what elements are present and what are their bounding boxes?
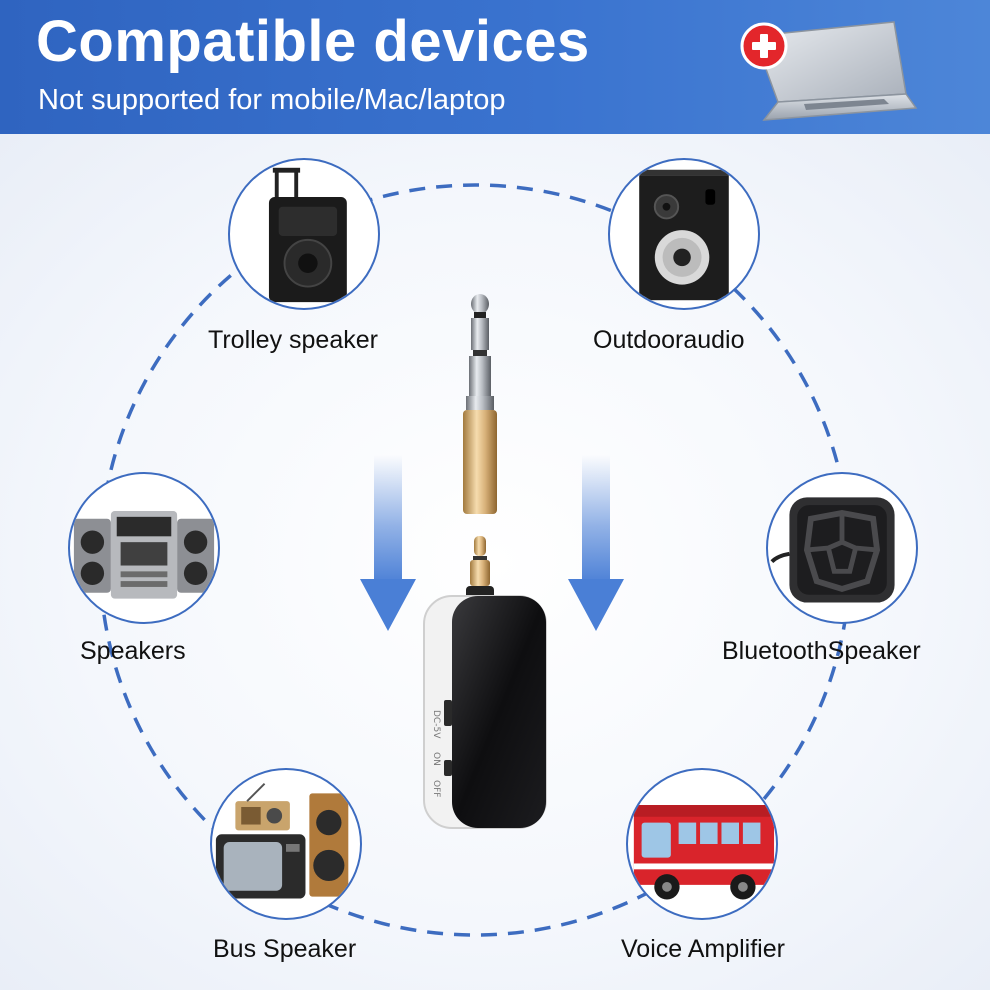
laptop-not-supported-icon [740,21,918,121]
wireless-receiver-with-adapter: DC-5V ON OFF [423,294,547,829]
bookshelf-speaker-icon [639,169,735,301]
header-banner: Compatible devices Not supported for mob… [0,0,990,134]
device-bus-speaker [210,768,362,920]
device-label-trolley-speaker: Trolley speaker [208,326,378,354]
device-label-bluetooth-speaker: BluetoothSpeaker [722,637,921,665]
device-label-outdooraudio: Outdooraudio [593,326,745,354]
device-label-bus-speaker: Bus Speaker [213,935,357,963]
device-trolley-speaker [228,158,380,310]
device-label-voice-amplifier: Voice Amplifier [621,935,785,963]
stereo-system-icon [73,511,215,599]
page-subtitle: Not supported for mobile/Mac/laptop [38,84,506,116]
red-bus-icon [633,805,775,900]
retro-tv-radio-icon [215,782,349,899]
device-label-speakers: Speakers [80,637,186,665]
device-voice-amplifier [626,768,778,920]
device-speakers [68,472,220,624]
page-title: Compatible devices [36,9,590,74]
trolley-speaker-icon [268,167,347,303]
device-outdooraudio [608,158,760,310]
receiver-off-marking: OFF [431,780,441,797]
bluetooth-speaker-icon [770,497,895,603]
left-down-arrow [360,455,416,631]
device-bluetooth-speaker [766,472,918,624]
receiver-on-marking: ON [431,752,441,766]
right-down-arrow [568,455,624,631]
receiver-dc-marking: DC-5V [431,710,441,739]
